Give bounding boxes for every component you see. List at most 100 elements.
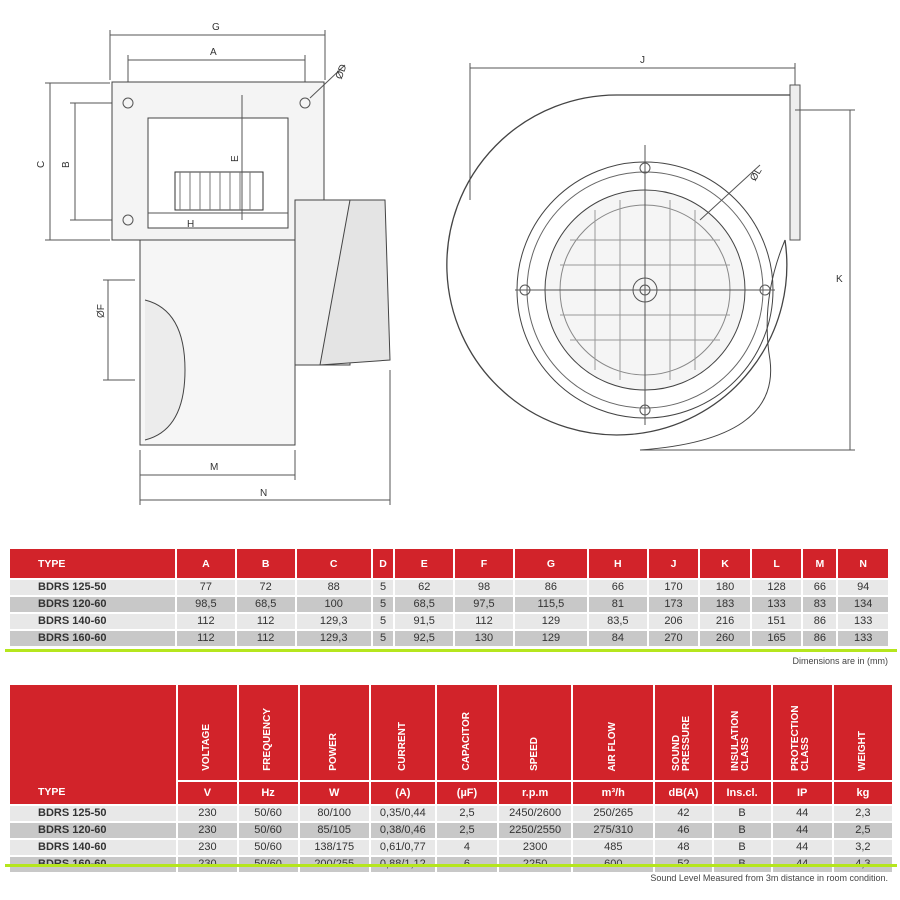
table-cell: 92,5 [395, 631, 454, 646]
table-cell: 2,5 [436, 806, 498, 821]
specifications-table: TYPE VOLTAGE FREQUENCY POWER CURRENT CAP… [8, 683, 894, 874]
column-header: B [236, 549, 295, 578]
column-header: N [838, 549, 888, 578]
table-cell: 2450/2600 [499, 806, 572, 821]
table-cell: 83 [803, 597, 837, 612]
dim-label-F: ØF [96, 304, 107, 318]
column-header: H [588, 549, 647, 578]
table-cell: 97,5 [455, 597, 513, 612]
column-header: A [177, 549, 235, 578]
unit-label: (µF) [436, 782, 498, 804]
table-cell: 81 [588, 597, 647, 612]
model-type-cell: BDRS 140-60 [10, 840, 177, 855]
table-cell: 112 [177, 614, 235, 629]
table-cell: 230 [178, 823, 237, 838]
table-cell: 112 [236, 614, 295, 629]
model-type-cell: BDRS 125-50 [10, 806, 177, 821]
table-cell: 44 [772, 806, 832, 821]
dim-label-A: A [210, 47, 217, 58]
column-header: WEIGHT [856, 731, 868, 771]
column-header: SOUND PRESSURE [671, 715, 693, 771]
unit-label: V [178, 782, 237, 804]
table-cell: 88 [296, 580, 371, 595]
column-header: INSULATION CLASS [730, 710, 752, 771]
model-type-cell: BDRS 140-60 [10, 614, 175, 629]
table-cell: 129 [514, 614, 587, 629]
table-cell: 5 [372, 580, 394, 595]
table-cell: 250/265 [573, 806, 654, 821]
table-cell: 170 [648, 580, 699, 595]
dim-label-N: N [260, 488, 267, 499]
table-cell: 86 [803, 614, 837, 629]
table-cell: 72 [236, 580, 295, 595]
table-cell: 5 [372, 614, 394, 629]
table-cell: 270 [648, 631, 699, 646]
dim-label-J: J [640, 55, 645, 66]
table-cell: 68,5 [395, 597, 454, 612]
table-cell: 260 [700, 631, 750, 646]
sound-level-note: Sound Level Measured from 3m distance in… [650, 873, 888, 883]
table-cell: 115,5 [514, 597, 587, 612]
model-type-cell: BDRS 125-50 [10, 580, 175, 595]
column-header: M [803, 549, 837, 578]
dim-label-E: E [230, 155, 241, 162]
dim-label-K: K [836, 274, 843, 285]
column-header: G [514, 549, 587, 578]
model-type-cell: BDRS 120-60 [10, 823, 177, 838]
table-cell: 206 [648, 614, 699, 629]
table-cell: 2,5 [436, 823, 498, 838]
unit-label: r.p.m [499, 782, 572, 804]
table-cell: 44 [772, 840, 832, 855]
table-cell: 4 [436, 840, 498, 855]
table-cell: 2,3 [833, 806, 892, 821]
column-header: K [700, 549, 750, 578]
table-cell: 2300 [499, 840, 572, 855]
dim-label-M: M [210, 462, 218, 473]
table-cell: 165 [751, 631, 802, 646]
table-cell: 129 [514, 631, 587, 646]
table-cell: 173 [648, 597, 699, 612]
table-cell: 5 [372, 631, 394, 646]
dim-label-H: H [187, 219, 194, 230]
table-cell: B [713, 806, 771, 821]
table-cell: 3,2 [833, 840, 892, 855]
unit-label: (A) [370, 782, 435, 804]
column-header: AIR FLOW [607, 721, 619, 771]
table-cell: 86 [803, 631, 837, 646]
table-cell: 100 [296, 597, 371, 612]
table-cell: 50/60 [238, 840, 298, 855]
table-cell: 77 [177, 580, 235, 595]
table-cell: 0,61/0,77 [370, 840, 435, 855]
table-cell: 129,3 [296, 631, 371, 646]
table-cell: 138/175 [299, 840, 369, 855]
table-header-row: TYPE VOLTAGE FREQUENCY POWER CURRENT CAP… [10, 685, 892, 804]
front-view-drawing: J ØL K [446, 55, 855, 451]
column-header: F [455, 549, 513, 578]
table-cell: 80/100 [299, 806, 369, 821]
table-cell: 46 [655, 823, 712, 838]
table-cell: B [713, 823, 771, 838]
table-cell: 183 [700, 597, 750, 612]
column-header: E [395, 549, 454, 578]
table-header-row: TYPE A B C D E F G H J K L M N [10, 549, 888, 578]
model-type-cell: BDRS 120-60 [10, 597, 175, 612]
table-cell: 83,5 [588, 614, 647, 629]
table-cell: 5 [372, 597, 394, 612]
column-header: D [372, 549, 394, 578]
unit-label: m³/h [573, 782, 654, 804]
table-cell: 68,5 [236, 597, 295, 612]
table-cell: 98,5 [177, 597, 235, 612]
column-header: VOLTAGE [201, 724, 213, 771]
column-header: POWER [328, 733, 340, 771]
dim-label-G: G [212, 22, 220, 33]
table-cell: 50/60 [238, 806, 298, 821]
table-cell: 42 [655, 806, 712, 821]
table-cell: 0,35/0,44 [370, 806, 435, 821]
unit-label: IP [772, 782, 832, 804]
dimensions-table: TYPE A B C D E F G H J K L M N BDRS 125-… [8, 547, 890, 648]
table-cell: 98 [455, 580, 513, 595]
unit-label: Hz [238, 782, 298, 804]
